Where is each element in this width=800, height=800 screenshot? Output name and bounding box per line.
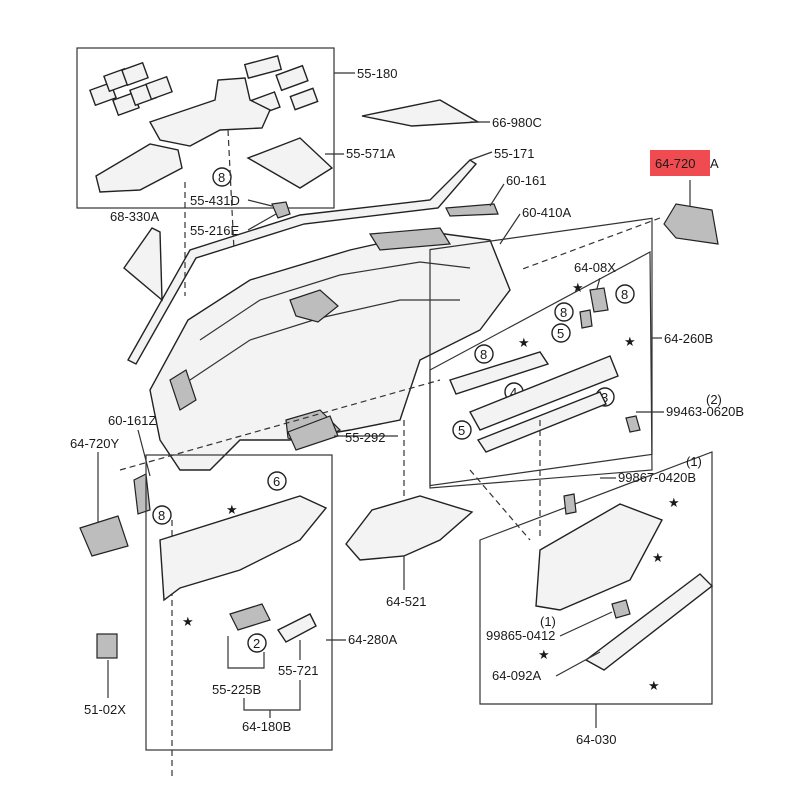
kit-pieces <box>89 54 319 193</box>
label-64-521: 64-521 <box>386 594 426 609</box>
part-66-980c <box>361 99 481 127</box>
callout-8-right <box>615 284 635 304</box>
label-99463: 99463-0620B <box>666 404 744 419</box>
group-64-030 <box>479 451 713 705</box>
glove-box-body <box>535 503 663 611</box>
screw-55-431d <box>271 201 291 219</box>
part-64-720a <box>663 203 719 245</box>
highlight-64-720a <box>650 150 710 176</box>
part-64-280a <box>159 495 328 602</box>
part-55-171 <box>127 159 478 365</box>
qty-99865: (1) <box>540 614 556 629</box>
group-64-260b <box>429 217 653 487</box>
label-55-431d: 55-431D <box>190 193 240 208</box>
callout-4-text: 4 <box>510 385 517 400</box>
callout-8-left <box>474 344 494 364</box>
callout-6-text: 6 <box>273 474 280 489</box>
bolt-99463 <box>625 415 641 433</box>
part-60-161 <box>445 203 499 217</box>
clip-small <box>579 309 593 329</box>
callout-8-mid <box>554 302 574 322</box>
star-64-280a-top: ★ <box>226 502 238 517</box>
callout-8-top-text: 8 <box>218 170 225 185</box>
trim-panel-long <box>469 355 619 431</box>
label-66-980c: 66-980C <box>492 115 542 130</box>
qty-99463: (2) <box>706 392 722 407</box>
callout-8-left-text: 8 <box>480 347 487 362</box>
part-64-092a <box>584 573 714 671</box>
label-55-225b: 55-225B <box>212 682 261 697</box>
label-64-280a: 64-280A <box>348 632 397 647</box>
trim-panel-upper <box>449 351 550 395</box>
star-64-260b: ★ <box>624 334 636 349</box>
part-55-225b <box>229 603 271 631</box>
star-64-08x: ★ <box>572 280 584 295</box>
star-64-030-bottom: ★ <box>648 678 660 693</box>
label-99867: 99867-0420B <box>618 470 696 485</box>
star-64-030-top: ★ <box>668 495 680 510</box>
callout-2 <box>247 633 267 653</box>
part-64-521 <box>345 495 474 561</box>
label-64-092a: 64-092A <box>492 668 541 683</box>
part-55-571a <box>246 137 334 189</box>
callout-8-lower-text: 8 <box>158 508 165 523</box>
star-left-panel: ★ <box>518 335 530 350</box>
label-60-161: 60-161 <box>506 173 546 188</box>
callout-2-text: 2 <box>253 636 260 651</box>
part-60-161z <box>133 473 151 515</box>
part-51-02x <box>96 633 118 659</box>
label-55-171: 55-171 <box>494 146 534 161</box>
callout-8-mid-text: 8 <box>560 305 567 320</box>
label-55-216e: 55-216E <box>190 223 239 238</box>
clip-99865 <box>611 599 631 619</box>
star-64-092a: ★ <box>538 647 550 662</box>
label-64-720a: 64-720 <box>655 156 695 171</box>
label-55-721: 55-721 <box>278 663 318 678</box>
bolt-99867 <box>563 493 577 515</box>
callout-3-text: 3 <box>601 390 608 405</box>
label-55-180: 55-180 <box>357 66 397 81</box>
label-55-292: 55-292 <box>345 430 385 445</box>
label-60-410a: 60-410A <box>522 205 571 220</box>
label-64-08x: 64-08X <box>574 260 616 275</box>
trim-panel-lower <box>476 391 607 453</box>
label-51-02x: 51-02X <box>84 702 126 717</box>
label-64-180b: 64-180B <box>242 719 291 734</box>
clip-64-08x <box>589 287 609 313</box>
callout-6 <box>267 471 287 491</box>
star-64-280a-low: ★ <box>182 614 194 629</box>
part-68-330a <box>123 227 163 302</box>
label-64-720a-suffix: A <box>710 156 719 171</box>
callout-5-low <box>452 420 472 440</box>
callout-8-top <box>212 167 232 187</box>
star-64-030-mid: ★ <box>652 550 664 565</box>
callout-5-mid <box>551 323 571 343</box>
group-64-280a <box>145 454 333 751</box>
label-64-030: 64-030 <box>576 732 616 747</box>
part-55-721 <box>276 613 317 643</box>
kit-group-box <box>76 47 335 209</box>
qty-99867: (1) <box>686 454 702 469</box>
label-64-720y: 64-720Y <box>70 436 119 451</box>
part-64-720y <box>79 515 129 557</box>
label-99865: 99865-0412 <box>486 628 555 643</box>
label-60-161z: 60-161Z <box>108 413 156 428</box>
label-64-260b: 64-260B <box>664 331 713 346</box>
callout-8-lower <box>152 505 172 525</box>
label-68-330a: 68-330A <box>110 209 159 224</box>
label-55-571a: 55-571A <box>346 146 395 161</box>
callout-5-low-text: 5 <box>458 423 465 438</box>
callout-8-right-text: 8 <box>621 287 628 302</box>
callout-5-mid-text: 5 <box>557 326 564 341</box>
